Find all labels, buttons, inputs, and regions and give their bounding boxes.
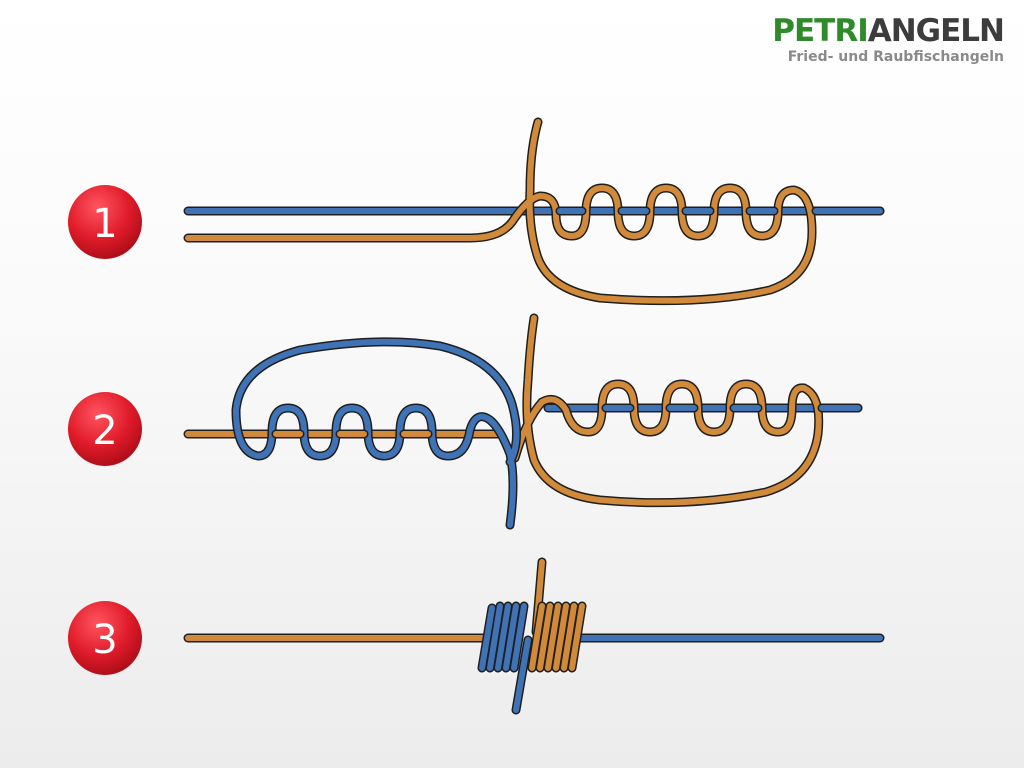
step-3-illustration [183, 557, 885, 715]
step-2-illustration [183, 313, 863, 530]
step-badge-2: 2 [68, 392, 142, 466]
brand-logo: PETRIANGELN Fried- und Raubfischangeln [772, 13, 1005, 65]
logo-title: PETRIANGELN [772, 13, 1005, 49]
blue-wraps [477, 601, 529, 673]
step-badge-1: 1 [68, 185, 142, 259]
orange-wraps [527, 601, 587, 673]
step-badge-3: 3 [68, 601, 142, 675]
step-1-illustration [183, 117, 885, 306]
step-number-3: 3 [92, 617, 117, 663]
step-number-1: 1 [92, 201, 117, 247]
step-number-2: 2 [92, 408, 117, 454]
logo-tagline: Fried- und Raubfischangeln [787, 49, 1004, 65]
logo-petri: PETRI [772, 13, 868, 49]
logo-angeln: ANGELN [867, 13, 1005, 49]
